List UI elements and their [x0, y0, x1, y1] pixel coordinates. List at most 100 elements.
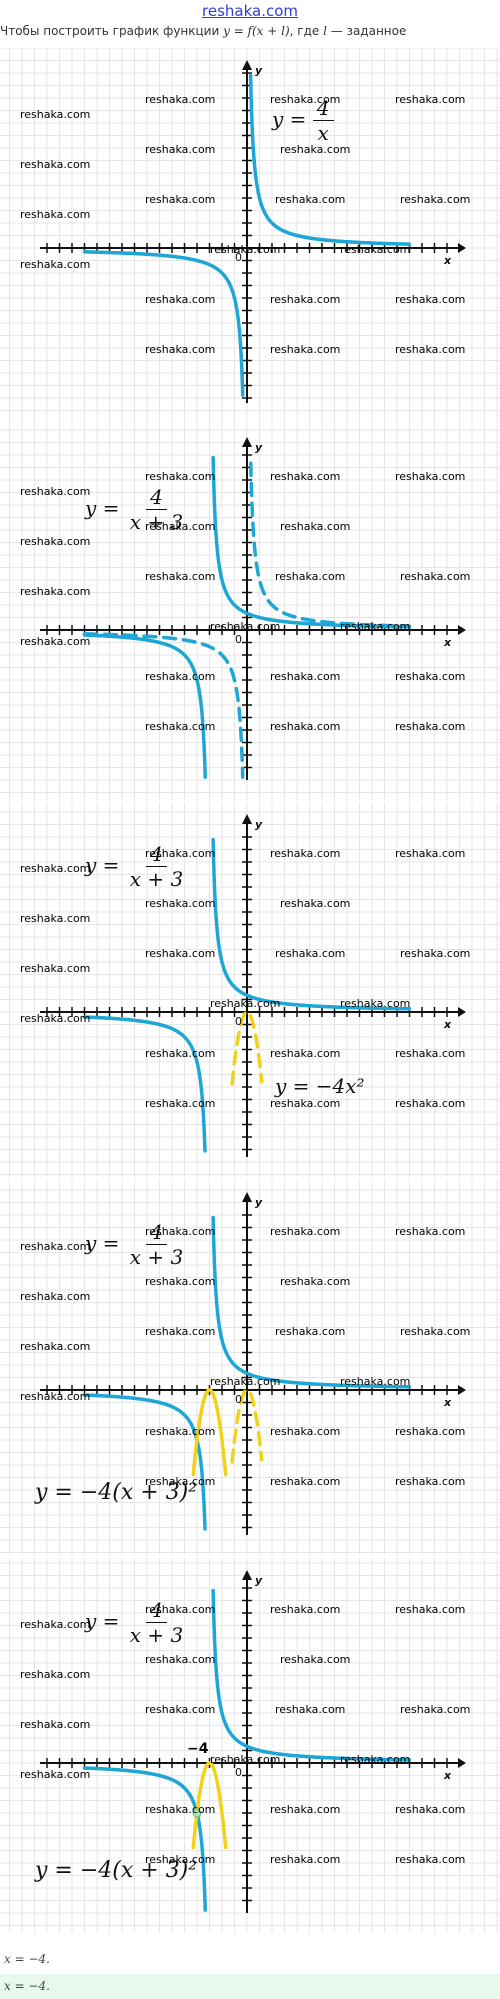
graph-canvas [0, 1558, 500, 1933]
intro-function-math: y = f(x + l) [223, 24, 290, 38]
watermark-text: reshaka.com [20, 1618, 91, 1631]
origin-label: 0 [235, 633, 242, 646]
shifted-parabola [191, 1761, 228, 1850]
watermark-text: reshaka.com [395, 470, 466, 483]
parabola-dashed [230, 1010, 264, 1086]
watermark-text: reshaka.com [280, 1653, 351, 1666]
watermark-text: reshaka.com [275, 1325, 346, 1338]
formula-lhs: y = [85, 853, 126, 877]
fraction-denominator: x + 3 [129, 510, 184, 534]
watermark-text: reshaka.com [145, 293, 216, 306]
shifted-hyperbola-right [211, 1588, 412, 1762]
x-axis-label: x [444, 1396, 452, 1409]
watermark-text: reshaka.com [340, 1375, 411, 1388]
watermark-text: reshaka.com [145, 93, 216, 106]
watermark-text: reshaka.com [395, 1425, 466, 1438]
watermark-text: reshaka.com [210, 620, 281, 633]
answer-box: x = −4. [0, 1974, 500, 1999]
formula-parabola: y = −4(x + 3)² [35, 1480, 198, 1505]
watermark-text: reshaka.com [395, 343, 466, 356]
intro-mid: , где [289, 24, 324, 38]
fraction-denominator: x + 3 [129, 867, 184, 891]
intro-prefix: Чтобы построить график функции [0, 24, 224, 38]
y-axis-label: y [255, 818, 263, 831]
watermark-text: reshaka.com [270, 1853, 341, 1866]
watermark-text: reshaka.com [20, 1240, 91, 1253]
fraction-numerator: 4 [312, 96, 334, 121]
watermark-text: reshaka.com [395, 1097, 466, 1110]
watermark-text: reshaka.com [210, 243, 281, 256]
watermark-text: reshaka.com [280, 897, 351, 910]
watermark-text: reshaka.com [20, 1012, 91, 1025]
watermark-text: reshaka.com [280, 143, 351, 156]
y-axis-arrow [242, 1570, 252, 1580]
shifted-parabola [191, 1388, 228, 1477]
watermark-text: reshaka.com [395, 293, 466, 306]
watermark-text: reshaka.com [20, 635, 91, 648]
watermark-text: reshaka.com [145, 520, 216, 533]
watermark-text: reshaka.com [270, 93, 341, 106]
watermark-text: reshaka.com [210, 1375, 281, 1388]
shifted-hyperbola-left [82, 1015, 207, 1153]
watermark-text: reshaka.com [275, 947, 346, 960]
shifted-hyperbola-left [82, 1766, 207, 1912]
watermark-text: reshaka.com [20, 962, 91, 975]
watermark-text: reshaka.com [145, 1853, 216, 1866]
watermark-text: reshaka.com [275, 570, 346, 583]
x-axis-arrow [458, 1007, 466, 1017]
watermark-text: reshaka.com [145, 847, 216, 860]
x-axis-arrow [458, 1758, 466, 1768]
site-title-link[interactable]: reshaka.com [202, 2, 298, 20]
watermark-text: reshaka.com [395, 720, 466, 733]
x-axis-label: x [444, 1018, 452, 1031]
graph-canvas [0, 48, 500, 423]
formula-parabola: y = −4x² [275, 1074, 365, 1098]
x-marker-label: −4 [187, 1741, 209, 1757]
shifted-parabola-dashed [192, 1392, 208, 1464]
watermark-text: reshaka.com [145, 1225, 216, 1238]
watermark-text: reshaka.com [395, 670, 466, 683]
watermark-text: reshaka.com [145, 1803, 216, 1816]
watermark-text: reshaka.com [145, 570, 216, 583]
watermark-text: reshaka.com [20, 108, 91, 121]
watermark-text: reshaka.com [280, 520, 351, 533]
y-axis-label: y [255, 64, 263, 77]
watermark-text: reshaka.com [270, 293, 341, 306]
watermark-text: reshaka.com [270, 1475, 341, 1488]
watermark-text: reshaka.com [395, 93, 466, 106]
watermark-text: reshaka.com [270, 1425, 341, 1438]
fraction-denominator: x [317, 121, 329, 145]
watermark-text: reshaka.com [20, 535, 91, 548]
origin-label: 0 [235, 251, 242, 264]
x-axis-label: x [444, 636, 452, 649]
origin-label: 0 [235, 1015, 242, 1028]
watermark-text: reshaka.com [145, 947, 216, 960]
x-axis-arrow [458, 1385, 466, 1395]
result-line-1: x = −4. [4, 1952, 50, 1966]
origin-label: 0 [235, 1393, 242, 1406]
watermark-text: reshaka.com [20, 1668, 91, 1681]
origin-label: 0 [235, 1766, 242, 1779]
watermark-text: reshaka.com [145, 1047, 216, 1060]
watermark-text: reshaka.com [145, 470, 216, 483]
intro-text: Чтобы построить график функции y = f(x +… [0, 24, 500, 46]
formula-parabola: y = −4(x + 3)² [35, 1858, 198, 1883]
watermark-text: reshaka.com [395, 1803, 466, 1816]
shifted-hyperbola-left [82, 1393, 207, 1531]
original-hyperbola-dashed-right [249, 461, 412, 628]
fraction-numerator: 4 [146, 1220, 167, 1245]
watermark-text: reshaka.com [145, 1275, 216, 1288]
watermark-text: reshaka.com [400, 193, 471, 206]
watermark-text: reshaka.com [20, 485, 91, 498]
graph-canvas [0, 1180, 500, 1555]
fraction-numerator: 4 [146, 1598, 167, 1623]
y-axis-arrow [242, 814, 252, 824]
watermark-text: reshaka.com [270, 720, 341, 733]
